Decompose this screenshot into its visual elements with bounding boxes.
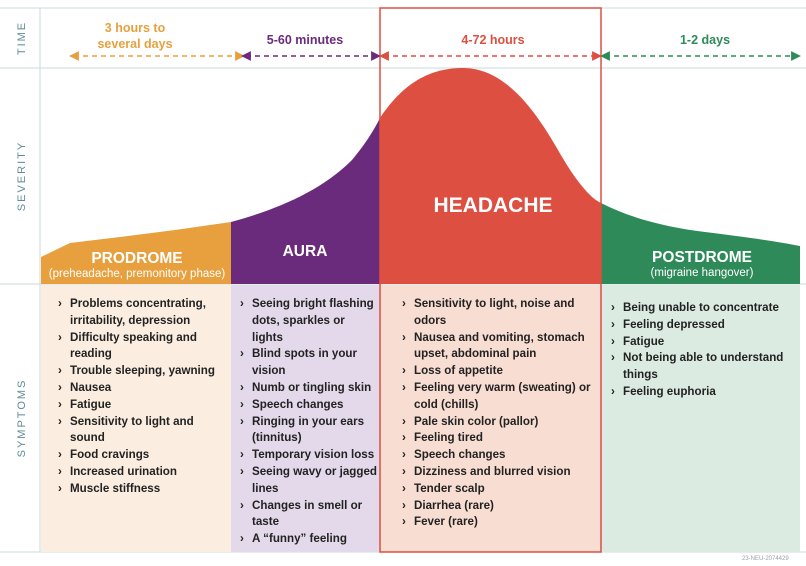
aura-title: AURA: [283, 243, 328, 260]
symptom-item: Feeling euphoria: [611, 384, 797, 401]
aura-symptom-list: Seeing bright flashing dots, sparkles or…: [240, 296, 378, 548]
aura-duration: 5-60 minutes: [267, 33, 343, 47]
headache-duration: 4-72 hours: [461, 33, 524, 47]
aura-symptoms: Seeing bright flashing dots, sparkles or…: [240, 296, 378, 548]
postdrome-title: POSTDROME: [652, 249, 752, 266]
symptom-item: Nausea: [58, 380, 228, 397]
symptom-item: Speech changes: [402, 447, 598, 464]
time-row-label: TIME: [16, 21, 28, 55]
symptom-item: Loss of appetite: [402, 363, 598, 380]
symptom-item: Being unable to concentrate: [611, 300, 797, 317]
symptom-item: Fatigue: [58, 397, 228, 414]
symptom-item: Feeling depressed: [611, 317, 797, 334]
symptom-item: Dizziness and blurred vision: [402, 464, 598, 481]
prodrome-symptoms: Problems concentrating, irritability, de…: [58, 296, 228, 498]
symptom-item: Seeing wavy or jagged lines: [240, 464, 378, 498]
symptom-item: Problems concentrating, irritability, de…: [58, 296, 228, 330]
symptom-item: Muscle stiffness: [58, 481, 228, 498]
prodrome-duration-line1: 3 hours to: [105, 21, 166, 35]
prodrome-title: PRODROME: [91, 250, 182, 267]
symptom-item: Food cravings: [58, 447, 228, 464]
prodrome-duration-line2: several days: [97, 37, 172, 51]
symptom-item: Tender scalp: [402, 481, 598, 498]
postdrome-symptoms: Being unable to concentrate Feeling depr…: [611, 300, 797, 401]
reference-code: 23-NEU-2074429: [742, 556, 789, 562]
symptom-item: Changes in smell or taste: [240, 498, 378, 532]
symptom-item: Blind spots in your vision: [240, 346, 378, 380]
prodrome-severity-area: [41, 222, 231, 284]
symptom-item: Increased urination: [58, 464, 228, 481]
symptoms-row-label: SYMPTOMS: [16, 379, 28, 458]
symptom-item: Difficulty speaking and reading: [58, 330, 228, 364]
symptom-item: Temporary vision loss: [240, 447, 378, 464]
symptom-item: Seeing bright flashing dots, sparkles or…: [240, 296, 378, 346]
symptom-item: Feeling tired: [402, 430, 598, 447]
symptom-item: Pale skin color (pallor): [402, 414, 598, 431]
headache-symptom-list: Sensitivity to light, noise and odors Na…: [402, 296, 598, 531]
postdrome-symptom-list: Being unable to concentrate Feeling depr…: [611, 300, 797, 401]
symptom-item: Diarrhea (rare): [402, 498, 598, 515]
headache-highlight-frame: [379, 7, 602, 553]
symptom-item: Sensitivity to light and sound: [58, 414, 228, 448]
symptom-item: Nausea and vomiting, stomach upset, abdo…: [402, 330, 598, 364]
symptom-item: A “funny” feeling: [240, 531, 378, 548]
postdrome-subtitle: (migraine hangover): [651, 267, 754, 279]
headache-symptoms: Sensitivity to light, noise and odors Na…: [402, 296, 598, 531]
prodrome-symptom-list: Problems concentrating, irritability, de…: [58, 296, 228, 498]
symptom-item: Feeling very warm (sweating) or cold (ch…: [402, 380, 598, 414]
symptom-item: Fever (rare): [402, 514, 598, 531]
severity-row-label: SEVERITY: [16, 141, 28, 211]
aura-severity-area: [231, 118, 380, 284]
prodrome-subtitle: (preheadache, premonitory phase): [49, 268, 226, 280]
symptom-item: Numb or tingling skin: [240, 380, 378, 397]
postdrome-duration: 1-2 days: [680, 33, 730, 47]
symptom-item: Ringing in your ears (tinnitus): [240, 414, 378, 448]
symptom-item: Not being able to understand things: [611, 350, 797, 384]
symptom-item: Trouble sleeping, yawning: [58, 363, 228, 380]
postdrome-severity-area: [601, 203, 800, 284]
headache-title: HEADACHE: [433, 194, 552, 217]
symptom-item: Sensitivity to light, noise and odors: [402, 296, 598, 330]
headache-severity-area: [380, 68, 601, 284]
symptom-item: Fatigue: [611, 334, 797, 351]
symptom-item: Speech changes: [240, 397, 378, 414]
